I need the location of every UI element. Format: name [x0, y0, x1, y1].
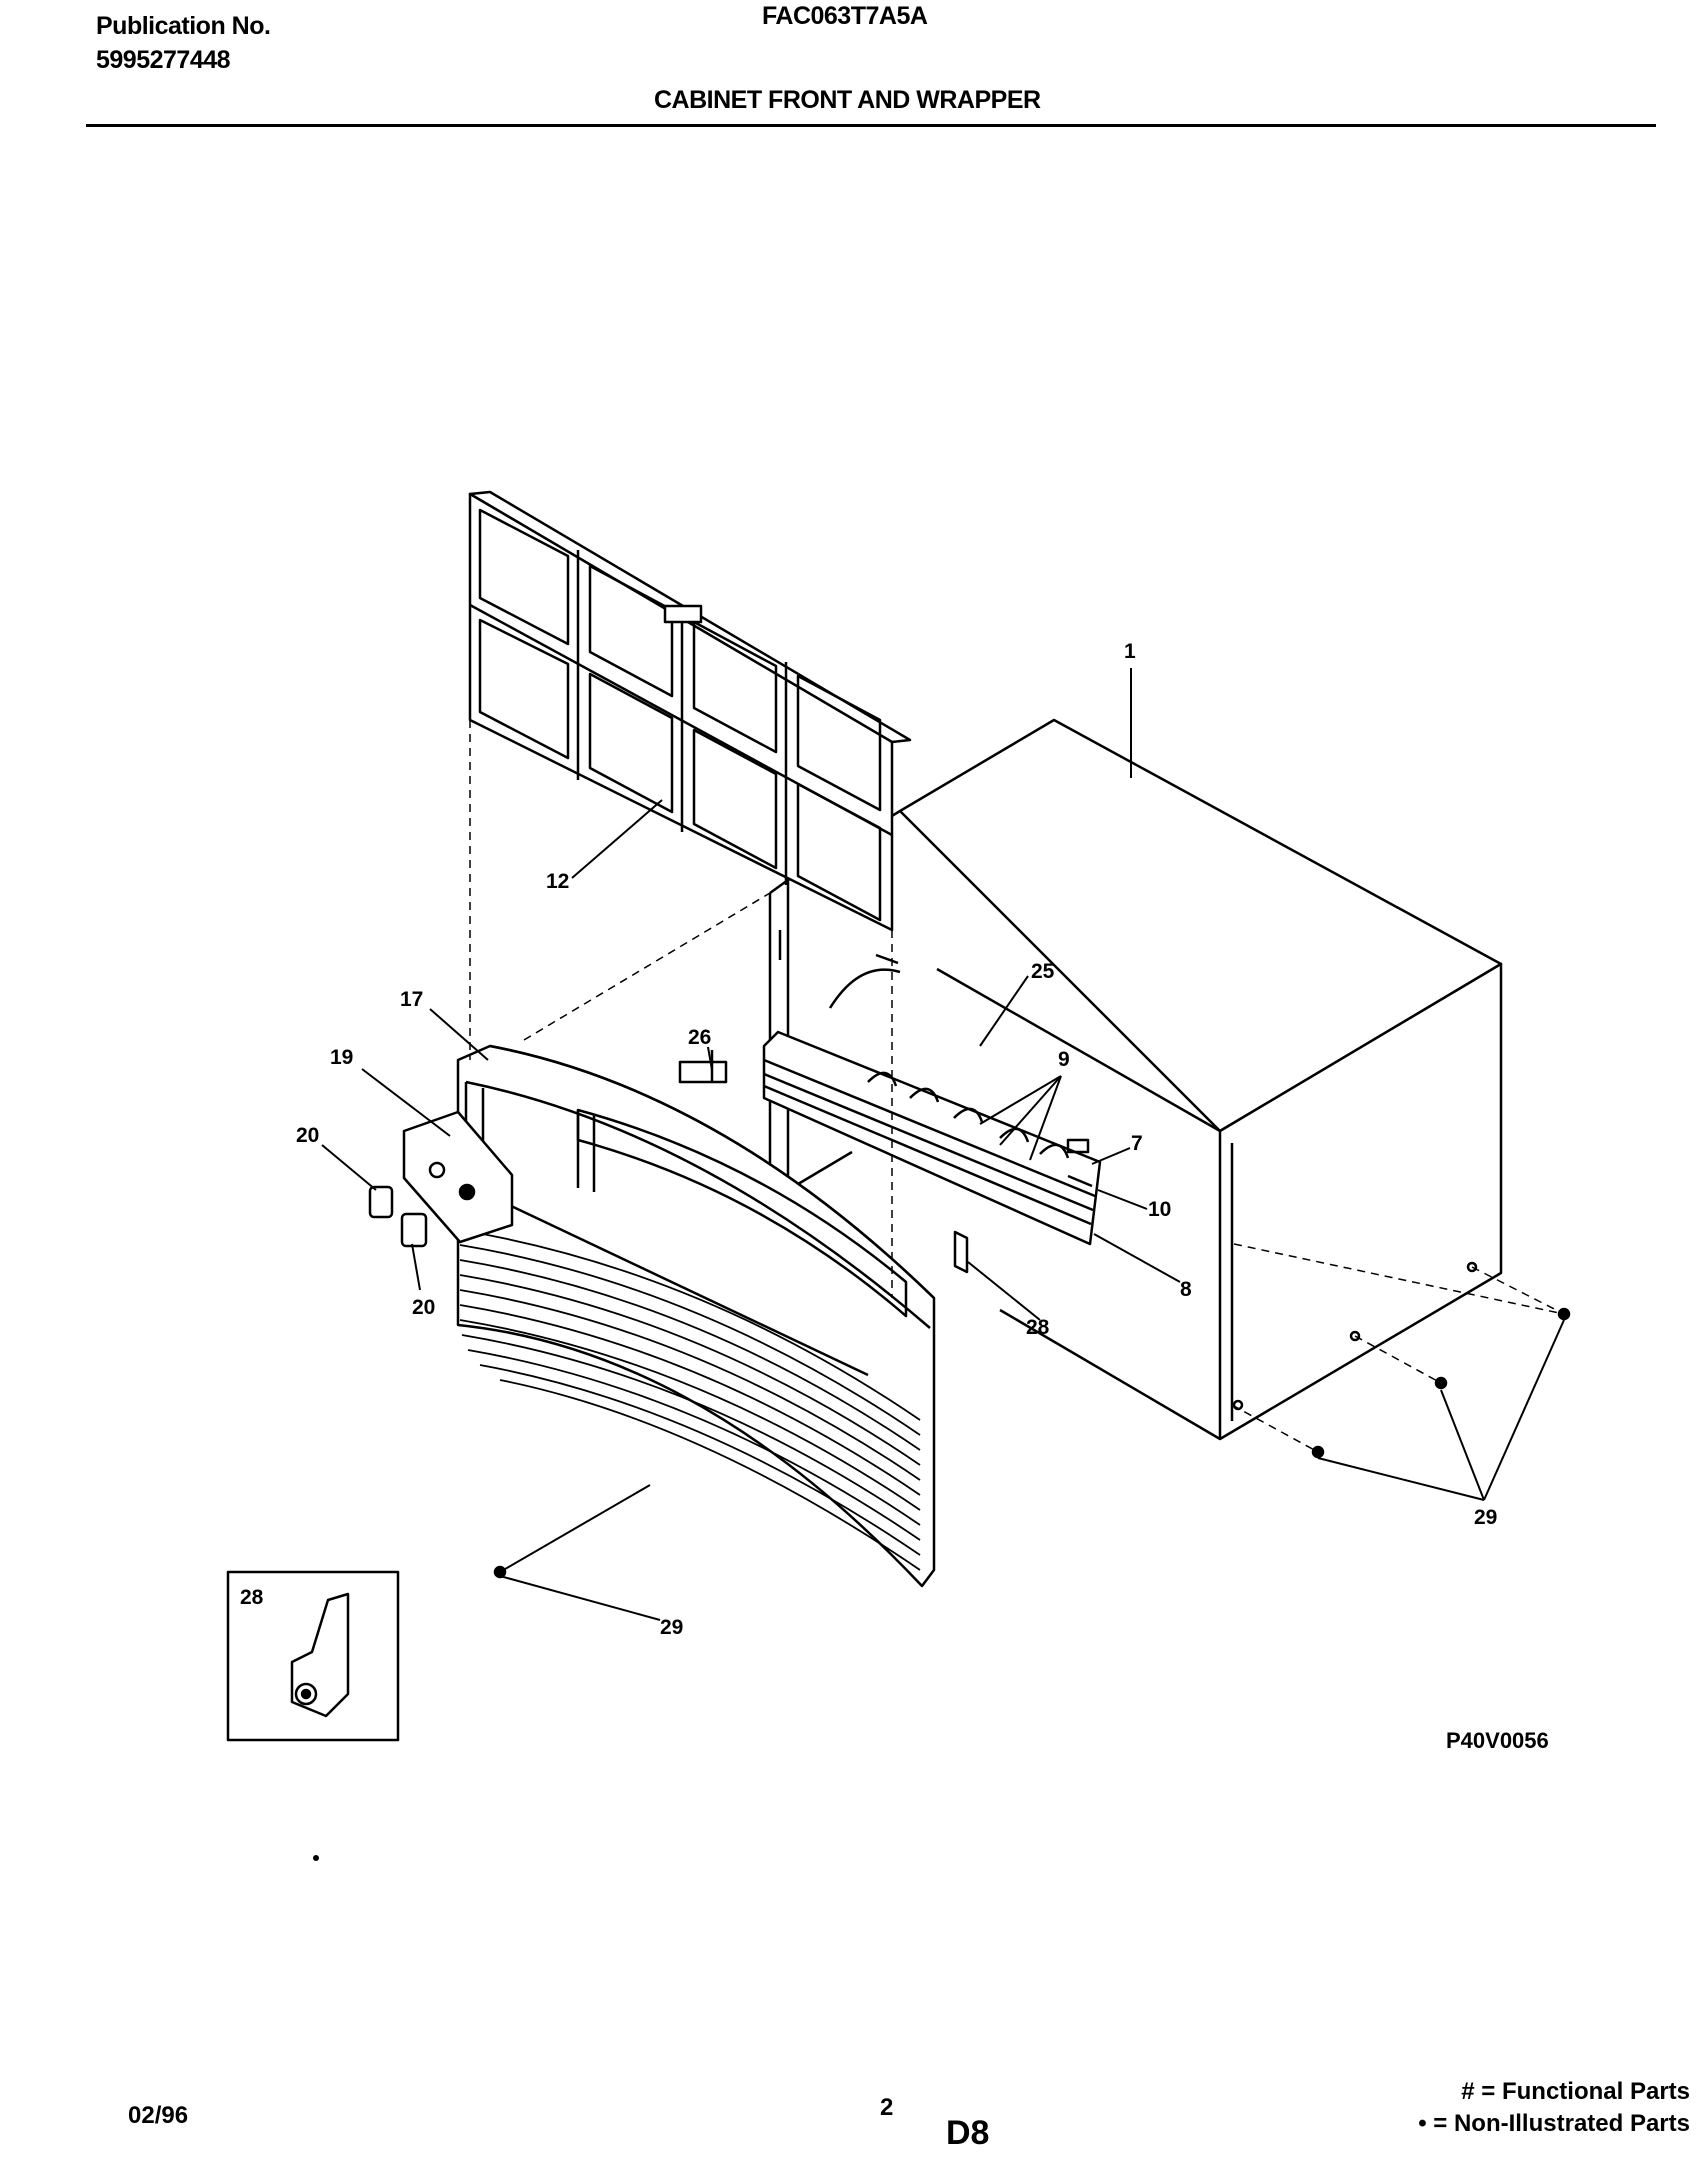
alignment-lines — [469, 720, 1565, 1453]
grille-louvres — [459, 1229, 921, 1571]
callout-29-right: 29 — [1474, 1506, 1497, 1529]
inset-clip-drawing — [226, 1570, 400, 1742]
page-code: D8 — [946, 2114, 990, 2152]
control-knobs — [368, 1185, 428, 1248]
callout-10: 10 — [1148, 1198, 1171, 1221]
figure-code: P40V0056 — [1446, 1728, 1549, 1753]
callout-9: 9 — [1058, 1048, 1070, 1071]
page-number: 2 — [880, 2094, 894, 2121]
callout-19: 19 — [330, 1046, 353, 1069]
callout-26: 26 — [688, 1026, 711, 1049]
legend-non-illustrated: • = Non-Illustrated Parts — [1310, 2110, 1690, 2138]
legend-non-illustrated-text: = Non-Illustrated Parts — [1433, 2110, 1690, 2137]
model-number: FAC063T7A5A — [762, 2, 928, 30]
callout-28-inset: 28 — [240, 1586, 264, 1609]
callout-17: 17 — [400, 988, 423, 1011]
legend: # = Functional Parts • = Non-Illustrated… — [1310, 2078, 1690, 2138]
control-panel — [402, 1110, 514, 1244]
callout-1: 1 — [1124, 640, 1136, 663]
leader-lines — [321, 668, 1565, 1621]
legend-functional: # = Functional Parts — [1310, 2078, 1690, 2106]
front-grille-assembly — [456, 1044, 936, 1588]
callout-20-lower: 20 — [412, 1296, 435, 1319]
legend-functional-symbol: # — [1461, 2078, 1475, 2105]
callout-20-upper: 20 — [296, 1124, 319, 1147]
section-title: CABINET FRONT AND WRAPPER — [654, 86, 1041, 114]
discharge-louvre — [762, 1030, 1102, 1246]
bracket-26 — [678, 1050, 728, 1084]
footer-date: 02/96 — [128, 2102, 189, 2129]
callout-12: 12 — [546, 870, 569, 893]
callout-8: 8 — [1180, 1278, 1192, 1301]
clip-28 — [953, 1230, 969, 1274]
callout-7: 7 — [1131, 1132, 1143, 1155]
callout-29-front: 29 — [660, 1616, 683, 1639]
callout-28: 28 — [1026, 1316, 1050, 1339]
stray-mark — [313, 1855, 319, 1861]
cabinet-wrapper — [898, 718, 1503, 1441]
legend-non-illustrated-symbol: • — [1418, 2110, 1427, 2137]
header-rule — [86, 124, 1656, 127]
publication-label: Publication No. — [96, 12, 271, 40]
air-filter — [468, 490, 912, 932]
callout-25: 25 — [1031, 960, 1055, 983]
publication-number: 5995277448 — [96, 46, 231, 74]
legend-functional-text: = Functional Parts — [1481, 2078, 1690, 2105]
